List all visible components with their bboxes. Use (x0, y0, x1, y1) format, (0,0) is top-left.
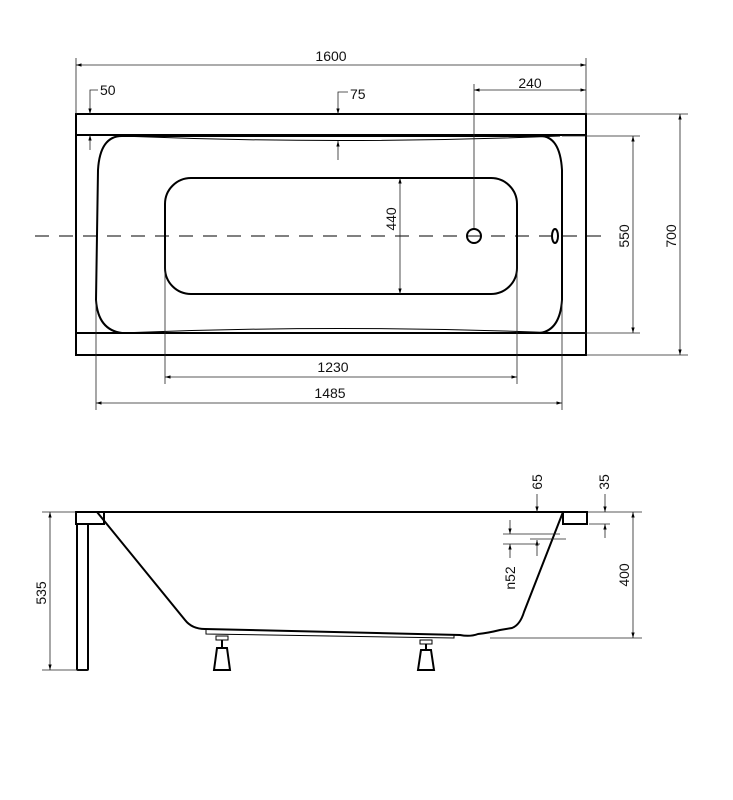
tub-outline (75, 113, 587, 356)
dim-rim-back: 75 (350, 86, 366, 102)
leg-left (212, 635, 232, 671)
tub-profile (96, 511, 564, 637)
dim-floor-width: 440 (383, 207, 399, 231)
rim-right-block (562, 511, 588, 525)
tub-floor (164, 177, 518, 295)
dim-inner-width: 550 (616, 224, 632, 248)
bowl-edge-front (119, 328, 561, 334)
dim-drain-offset: 240 (518, 75, 542, 91)
side-view: 535 65 35 n52 400 (33, 474, 642, 671)
rim-left-block (75, 511, 105, 525)
drain-icon (466, 228, 482, 244)
dim-rim-step: 65 (529, 474, 545, 490)
leg-right (416, 639, 436, 671)
front-panel (76, 523, 89, 671)
dim-overall-length: 1600 (315, 48, 346, 64)
top-view: 1600 240 50 75 440 550 700 1230 (35, 48, 688, 410)
bowl-edge-back (119, 135, 561, 141)
dim-overflow: n52 (502, 566, 518, 590)
dim-floor-length: 1230 (317, 359, 348, 375)
dim-depth: 400 (616, 563, 632, 587)
dim-overall-width: 700 (663, 224, 679, 248)
dim-total-height: 535 (33, 581, 49, 605)
dim-inner-length: 1485 (314, 385, 345, 401)
base-frame (205, 630, 455, 639)
dim-rim-thickness: 35 (596, 474, 612, 490)
dim-rim-left: 50 (100, 82, 116, 98)
overflow-icon (551, 228, 559, 244)
inner-bowl (94, 135, 563, 334)
